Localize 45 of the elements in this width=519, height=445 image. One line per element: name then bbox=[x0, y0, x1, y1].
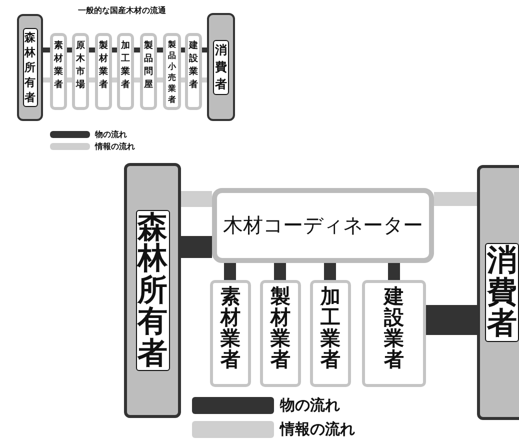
business-box: 建設業者 bbox=[185, 33, 202, 110]
business-box: 素材業者 bbox=[210, 280, 251, 387]
title: 一般的な国産木材の流通 bbox=[78, 5, 166, 16]
business-box: 製材業者 bbox=[95, 33, 112, 110]
legend-label: 物の流れ bbox=[95, 129, 127, 140]
business-box: 建設業者 bbox=[362, 280, 426, 387]
business-box: 製材業者 bbox=[260, 280, 301, 387]
coordinator-box: 木材コーディネーター bbox=[212, 188, 434, 263]
flow-band bbox=[181, 78, 185, 82]
flow-band bbox=[134, 48, 140, 52]
business-box: 加工業者 bbox=[310, 280, 351, 387]
flow-band bbox=[89, 48, 95, 52]
flow-band bbox=[181, 191, 212, 207]
flow-band bbox=[224, 263, 236, 280]
flow-band bbox=[274, 263, 286, 280]
flow-band bbox=[112, 48, 117, 52]
flow-band bbox=[202, 78, 207, 82]
legend-label: 情報の流れ bbox=[280, 420, 355, 439]
flow-band bbox=[67, 78, 72, 82]
legend-label: 物の流れ bbox=[280, 396, 340, 415]
flow-band bbox=[324, 263, 336, 280]
flow-band bbox=[157, 78, 163, 82]
flow-band bbox=[202, 48, 207, 52]
actor-bar: 森林所有者 bbox=[124, 163, 181, 418]
flow-band bbox=[112, 78, 117, 82]
flow-band bbox=[67, 48, 72, 52]
flow-band bbox=[181, 236, 212, 258]
actor-bar: 消費者 bbox=[207, 13, 235, 121]
flow-band bbox=[434, 192, 477, 206]
business-box: 原木市場 bbox=[72, 33, 89, 110]
actor-bar: 消費者 bbox=[477, 165, 519, 420]
actor-bar: 森林所有者 bbox=[17, 14, 43, 121]
business-box: 製品小売業者 bbox=[163, 33, 181, 110]
business-box: 製品問屋 bbox=[140, 33, 157, 110]
flow-band bbox=[181, 48, 185, 52]
flow-band bbox=[134, 78, 140, 82]
flow-band bbox=[43, 48, 50, 52]
flow-band bbox=[89, 78, 95, 82]
flow-band bbox=[157, 48, 163, 52]
flow-band bbox=[426, 305, 477, 335]
flow-band bbox=[388, 263, 400, 280]
legend-label: 情報の流れ bbox=[95, 141, 135, 152]
business-box: 素材業者 bbox=[50, 33, 67, 110]
flow-band bbox=[43, 78, 50, 82]
business-box: 加工業者 bbox=[117, 33, 134, 110]
